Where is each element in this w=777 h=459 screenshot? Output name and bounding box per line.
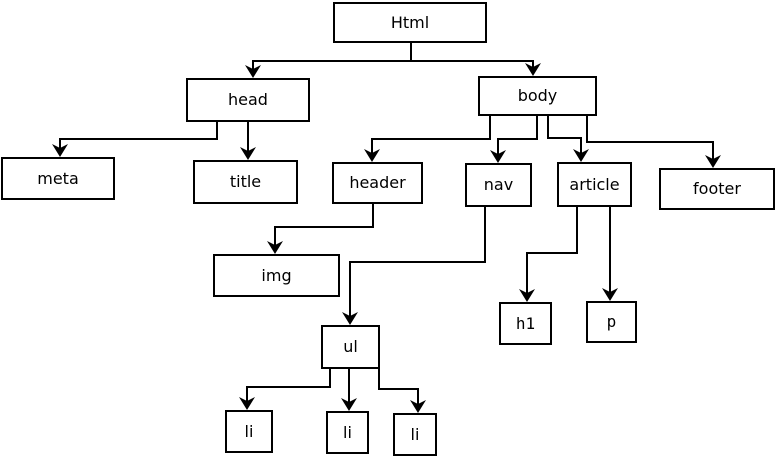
node-h1-label: h1 (515, 313, 536, 333)
node-meta: meta (1, 157, 115, 200)
edge-line (547, 116, 582, 154)
edge-line (246, 369, 331, 402)
arrowhead-icon (573, 149, 589, 162)
node-title: title (193, 160, 298, 204)
edge-head-meta (52, 122, 218, 157)
node-head-label: head (228, 90, 268, 109)
node-header: header (332, 162, 423, 204)
edge-body-header (364, 116, 491, 162)
node-h1: h1 (499, 302, 552, 345)
arrowhead-icon (525, 63, 541, 76)
node-li-3-label: li (410, 424, 420, 444)
edge-ul-li1 (239, 369, 331, 410)
arrowhead-icon (705, 155, 721, 168)
edge-ul-li2 (341, 369, 357, 411)
edge-article-h1 (519, 207, 578, 302)
node-head: head (186, 78, 310, 122)
arrowhead-icon (341, 398, 357, 411)
node-li-2: li (326, 411, 369, 454)
edge-line (378, 369, 419, 405)
node-header-label: header (349, 173, 406, 192)
arrowhead-icon (364, 149, 380, 162)
node-nav-label: nav (483, 175, 514, 194)
arrowhead-icon (602, 288, 618, 301)
node-p: p (586, 301, 637, 343)
node-html: Html (333, 2, 487, 43)
arrowhead-icon (410, 400, 426, 413)
edge-head-title (240, 122, 256, 160)
arrowhead-icon (239, 397, 255, 410)
node-img: img (213, 254, 340, 297)
edge-html-head (245, 43, 412, 78)
edge-body-footer (586, 116, 721, 168)
edge-header-img (267, 204, 374, 254)
node-body-label: body (517, 86, 558, 105)
arrowhead-icon (240, 147, 256, 160)
arrowhead-icon (245, 65, 261, 78)
edge-line (59, 122, 218, 149)
node-article-label: article (569, 174, 620, 194)
edge-line (371, 116, 491, 154)
node-p-label: p (606, 312, 617, 331)
node-li-3: li (393, 413, 437, 456)
edge-line (410, 43, 534, 68)
node-li-2-label: li (343, 422, 352, 442)
node-html-label: Html (390, 12, 430, 32)
node-footer: footer (659, 168, 775, 210)
edge-body-nav (490, 116, 538, 163)
edge-ul-li3 (378, 369, 426, 413)
node-img-label: img (261, 265, 292, 285)
node-footer-label: footer (693, 179, 741, 198)
edge-line (349, 207, 486, 317)
edge-line (497, 116, 538, 155)
node-ul: ul (321, 325, 380, 369)
node-meta-label: meta (37, 168, 79, 188)
node-li-1-label: li (244, 421, 254, 441)
edge-article-p (602, 207, 618, 301)
node-nav: nav (465, 163, 532, 207)
edge-nav-ul (342, 207, 486, 325)
node-ul-label: ul (343, 337, 358, 356)
arrowhead-icon (52, 144, 68, 157)
edge-line (252, 43, 412, 70)
edge-line (274, 204, 374, 246)
node-body: body (478, 76, 597, 116)
arrowhead-icon (519, 289, 535, 302)
arrowhead-icon (490, 150, 506, 163)
arrowhead-icon (267, 241, 283, 254)
edge-body-article (547, 116, 589, 162)
node-title-label: title (229, 172, 262, 191)
edge-line (586, 116, 714, 160)
arrowhead-icon (342, 312, 358, 325)
node-li-1: li (225, 410, 273, 453)
node-article: article (557, 162, 632, 207)
edge-line (526, 207, 578, 294)
edge-html-body (410, 43, 541, 76)
